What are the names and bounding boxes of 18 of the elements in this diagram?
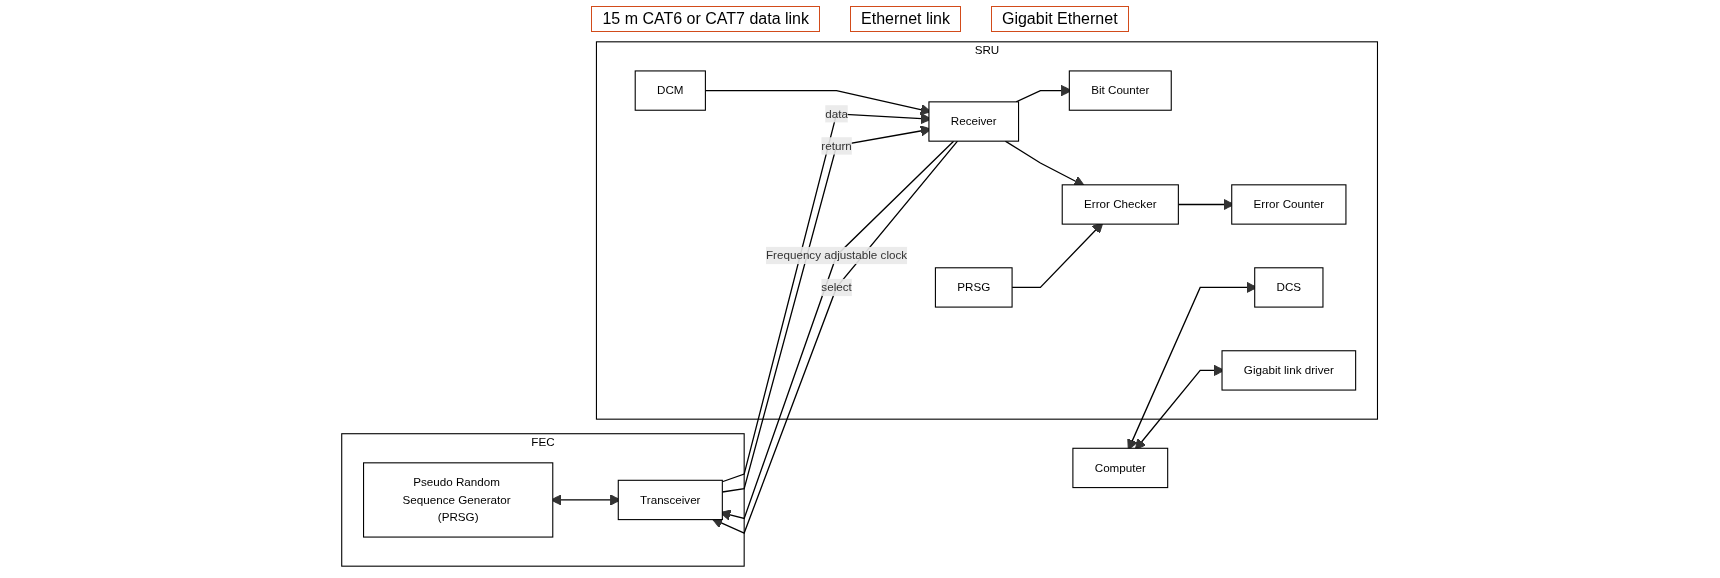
- note-label: Gigabit Ethernet: [990, 6, 1129, 32]
- node-box: PRSG: [935, 267, 1013, 308]
- node-box: Pseudo Random Sequence Generator (PRSG): [363, 462, 554, 538]
- node-box: Receiver: [928, 101, 1020, 142]
- edge-label: return: [821, 139, 853, 152]
- node-box: Gigabit link driver: [1221, 350, 1357, 391]
- node-box: DCS: [1254, 267, 1324, 308]
- note-label: 15 m CAT6 or CAT7 data link: [591, 6, 820, 32]
- note-label: Ethernet link: [850, 6, 961, 32]
- edge-label: select: [821, 280, 853, 294]
- node-box: DCM: [635, 70, 707, 111]
- edge-label: data: [825, 107, 849, 120]
- node-box: Error Counter: [1231, 184, 1347, 225]
- node-box: Error Checker: [1062, 184, 1180, 225]
- node-box: Bit Counter: [1069, 70, 1173, 111]
- node-box: Transceiver: [618, 479, 724, 521]
- node-box: Computer: [1072, 447, 1169, 489]
- edge-label: Frequency adjustable clock: [766, 248, 908, 262]
